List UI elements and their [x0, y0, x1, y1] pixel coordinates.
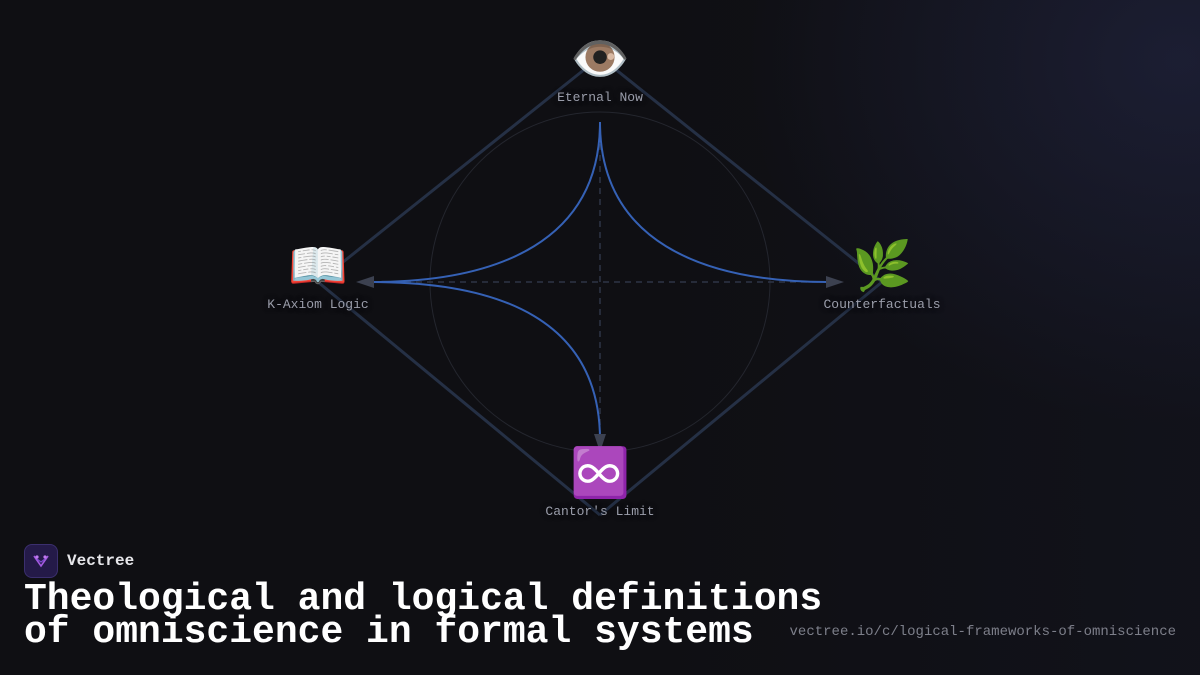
node-label: K-Axiom Logic: [267, 297, 369, 312]
page-title: Theological and logical definitions of o…: [24, 578, 823, 654]
center-axes: [372, 122, 842, 452]
source-url: vectree.io/c/logical-frameworks-of-omnis…: [789, 624, 1176, 640]
infinity-icon: ♾️: [570, 445, 630, 501]
curve-top-to-left: [371, 121, 601, 283]
node-k-axiom-logic: 📖 K-Axiom Logic: [208, 237, 428, 312]
diamond-edge: [599, 280, 883, 517]
diamond-edge: [317, 280, 601, 517]
diamond-frame: [317, 55, 883, 517]
herb-icon: 🌿: [852, 238, 912, 294]
brand-name: Vectree: [67, 552, 135, 570]
curve-left-to-bottom: [371, 281, 601, 441]
node-eternal-now: 👁️ Eternal Now: [490, 30, 710, 105]
title-line-2: of omniscience in formal systems: [24, 611, 754, 654]
node-label: Eternal Now: [557, 90, 643, 105]
diamond-edge: [599, 55, 883, 284]
node-label: Counterfactuals: [823, 297, 941, 312]
eye-icon: 👁️: [570, 31, 630, 87]
arrow-right: [826, 276, 844, 288]
title-line-1: Theological and logical definitions: [24, 578, 823, 621]
arrow-left: [356, 276, 374, 288]
arrowheads: [356, 276, 844, 452]
connection-curves: [371, 121, 829, 441]
arrow-bottom: [594, 434, 606, 452]
brand: Vectree: [24, 544, 134, 578]
node-cantors-limit: ♾️ Cantor's Limit: [490, 444, 710, 519]
vectree-logo-icon: [24, 544, 58, 578]
curve-top-to-right: [599, 121, 829, 283]
node-counterfactuals: 🌿 Counterfactuals: [772, 237, 992, 312]
open-book-icon: 📖: [288, 238, 348, 294]
node-label: Cantor's Limit: [545, 504, 655, 519]
diamond-edge: [317, 55, 601, 284]
